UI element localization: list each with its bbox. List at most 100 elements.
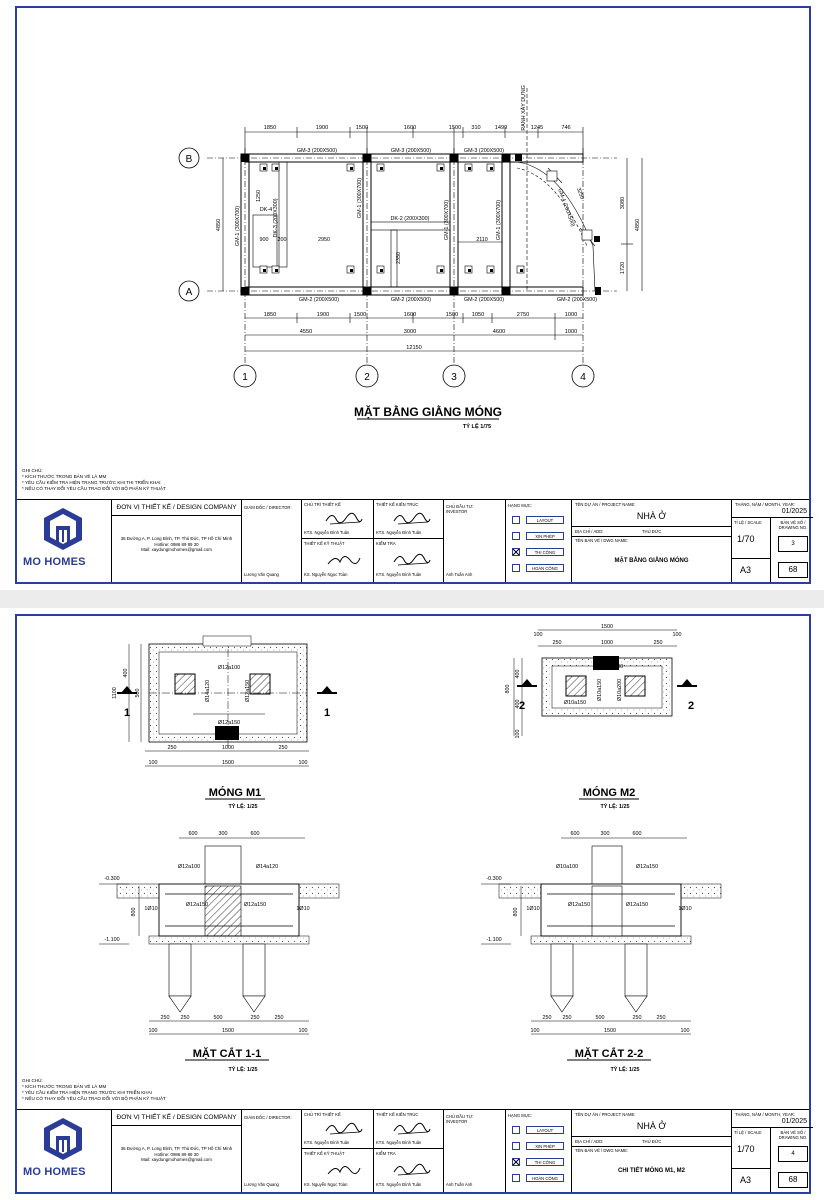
svg-text:1050: 1050 — [472, 312, 484, 318]
bottom-dimensions: 1850 1900 1500 1600 1500 1050 2750 1000 … — [264, 312, 577, 351]
svg-text:GM-3 (200X500): GM-3 (200X500) — [297, 148, 337, 154]
svg-text:GM-2 (200X500): GM-2 (200X500) — [464, 297, 504, 303]
checkbox-thi-cong[interactable] — [512, 1158, 520, 1166]
svg-text:100: 100 — [515, 730, 521, 739]
svg-text:2350: 2350 — [396, 252, 402, 264]
svg-text:250: 250 — [633, 1015, 642, 1021]
category: HẠNG MỤC: LAYOUT XIN PHÉP THI CÔNG HOÀN … — [506, 500, 572, 582]
svg-text:1500: 1500 — [222, 1028, 234, 1034]
svg-text:500: 500 — [135, 689, 141, 698]
svg-text:600: 600 — [251, 831, 260, 837]
checkbox-layout[interactable] — [512, 1126, 520, 1134]
grid-label-4: 4 — [580, 372, 586, 383]
svg-text:3250: 3250 — [575, 187, 585, 200]
svg-text:Ø12a150: Ø12a150 — [568, 902, 590, 908]
svg-text:-0.300: -0.300 — [104, 876, 119, 882]
svg-text:4550: 4550 — [300, 329, 312, 335]
svg-text:1Ø10: 1Ø10 — [526, 906, 539, 912]
structural-designer: THIẾT KẾ KIẾN TRÚC KTS. Nguyễn Đình Tuân… — [374, 1110, 444, 1192]
svg-text:250: 250 — [553, 640, 562, 646]
grid-label-1: 1 — [242, 372, 248, 383]
design-company: ĐƠN VỊ THIẾT KẾ / DESIGN COMPANY 36 Đườn… — [112, 1110, 242, 1192]
svg-text:2750: 2750 — [517, 312, 529, 318]
svg-text:1245: 1245 — [531, 125, 543, 131]
grid-bubble-a — [178, 280, 200, 302]
svg-text:Ø12a150: Ø12a150 — [245, 680, 251, 702]
svg-text:1600: 1600 — [404, 312, 416, 318]
designer: CHỦ TRÌ THIẾT KẾ KTS. Nguyễn Đình Tuân T… — [302, 1110, 374, 1192]
svg-text:100: 100 — [299, 760, 308, 766]
svg-text:3080: 3080 — [620, 197, 626, 209]
svg-text:Ø10a200: Ø10a200 — [601, 664, 623, 670]
svg-text:400: 400 — [123, 669, 129, 678]
footing-m1-plan — [117, 635, 337, 767]
investor: CHỦ ĐẦU TƯ: INVESTOR Anh Tuấn Anh — [444, 500, 506, 582]
svg-text:1: 1 — [124, 707, 130, 719]
svg-text:800: 800 — [131, 908, 137, 917]
director: GIÁM ĐỐC / DIRECTOR: Lương Văn Quang — [242, 500, 302, 582]
svg-text:1Ø10: 1Ø10 — [678, 906, 691, 912]
svg-text:2: 2 — [688, 700, 694, 712]
svg-text:100: 100 — [149, 1028, 158, 1034]
svg-text:300: 300 — [601, 831, 610, 837]
footing-m2-plan — [513, 629, 697, 736]
checkbox-thi-cong[interactable] — [512, 548, 520, 556]
checkbox-hoan-cong[interactable] — [512, 1174, 520, 1182]
checkbox-xin-phep[interactable] — [512, 532, 520, 540]
svg-text:900: 900 — [260, 237, 269, 243]
drawing-sheet-foundation-details: Ø12a100 Ø12a150 Ø14a120 Ø12a150 400 500 … — [15, 614, 813, 1194]
company-logo: MO HOMES — [17, 500, 112, 582]
grid-label-2: 2 — [364, 372, 370, 383]
grid-bubble-3 — [442, 364, 466, 388]
section-1-1-title: MẶT CẮT 1-1 — [193, 1047, 261, 1060]
svg-text:4850: 4850 — [216, 219, 222, 231]
footing-m1-labels: Ø12a100 Ø12a150 Ø14a120 Ø12a150 400 500 … — [112, 665, 308, 766]
svg-text:2950: 2950 — [318, 237, 330, 243]
svg-text:-1.100: -1.100 — [104, 937, 119, 943]
director: GIÁM ĐỐC / DIRECTOR: Lương Văn Quang — [242, 1110, 302, 1192]
svg-text:TỶ LỆ: 1/25: TỶ LỆ: 1/25 — [228, 1065, 257, 1073]
svg-text:DK-3 (200X300): DK-3 (200X300) — [273, 198, 279, 237]
svg-text:Ø12a150: Ø12a150 — [218, 720, 240, 726]
svg-text:1Ø10: 1Ø10 — [144, 906, 157, 912]
svg-text:250: 250 — [563, 1015, 572, 1021]
grid-bubble-2 — [355, 364, 379, 388]
grid-bubble-1 — [233, 364, 257, 388]
sheet-meta: THÁNG, NĂM / MONTH, YEAR: 01/2025 TỈ LỆ … — [732, 500, 813, 582]
drawing-scale: TỶ LỆ 1/75 — [463, 422, 491, 430]
svg-text:Ø12a150: Ø12a150 — [244, 902, 266, 908]
svg-text:4850: 4850 — [635, 219, 641, 231]
svg-text:800: 800 — [513, 908, 519, 917]
check-mark-icon — [512, 1158, 520, 1166]
svg-text:310: 310 — [471, 125, 480, 131]
svg-text:GM-1 (300X700): GM-1 (300X700) — [235, 206, 241, 246]
checkbox-xin-phep[interactable] — [512, 1142, 520, 1150]
svg-text:2: 2 — [519, 700, 525, 712]
svg-text:400: 400 — [515, 700, 521, 709]
svg-text:1850: 1850 — [264, 312, 276, 318]
svg-text:RANH XÂY DỰNG: RANH XÂY DỰNG — [520, 85, 527, 131]
svg-text:Ø10a150: Ø10a150 — [564, 700, 586, 706]
svg-text:Ø14a120: Ø14a120 — [256, 864, 278, 870]
svg-text:100: 100 — [531, 1028, 540, 1034]
svg-text:12150: 12150 — [406, 345, 422, 351]
signature-icon — [393, 1122, 431, 1135]
checkbox-hoan-cong[interactable] — [512, 564, 520, 572]
svg-text:1720: 1720 — [620, 262, 626, 274]
svg-text:250: 250 — [181, 1015, 190, 1021]
svg-text:250: 250 — [168, 745, 177, 751]
svg-text:1500: 1500 — [604, 1028, 616, 1034]
section-2-2-title: MẶT CẮT 2-2 — [575, 1047, 643, 1060]
svg-text:GM-4 (200X500): GM-4 (200X500) — [556, 188, 575, 228]
grid-bubble-b — [178, 147, 200, 169]
section-1-1 — [99, 837, 340, 1035]
checkbox-layout[interactable] — [512, 516, 520, 524]
svg-text:1Ø10: 1Ø10 — [296, 906, 309, 912]
svg-text:TỶ LỆ: 1/25: TỶ LỆ: 1/25 — [610, 1065, 639, 1073]
grid-bubble-4 — [571, 364, 595, 388]
svg-text:250: 250 — [161, 1015, 170, 1021]
foundation-details-drawing: Ø12a100 Ø12a150 Ø14a120 Ø12a150 400 500 … — [99, 624, 722, 1073]
signature-icon — [327, 556, 361, 565]
svg-text:250: 250 — [543, 1015, 552, 1021]
svg-text:GM-3 (200X500): GM-3 (200X500) — [464, 148, 504, 154]
